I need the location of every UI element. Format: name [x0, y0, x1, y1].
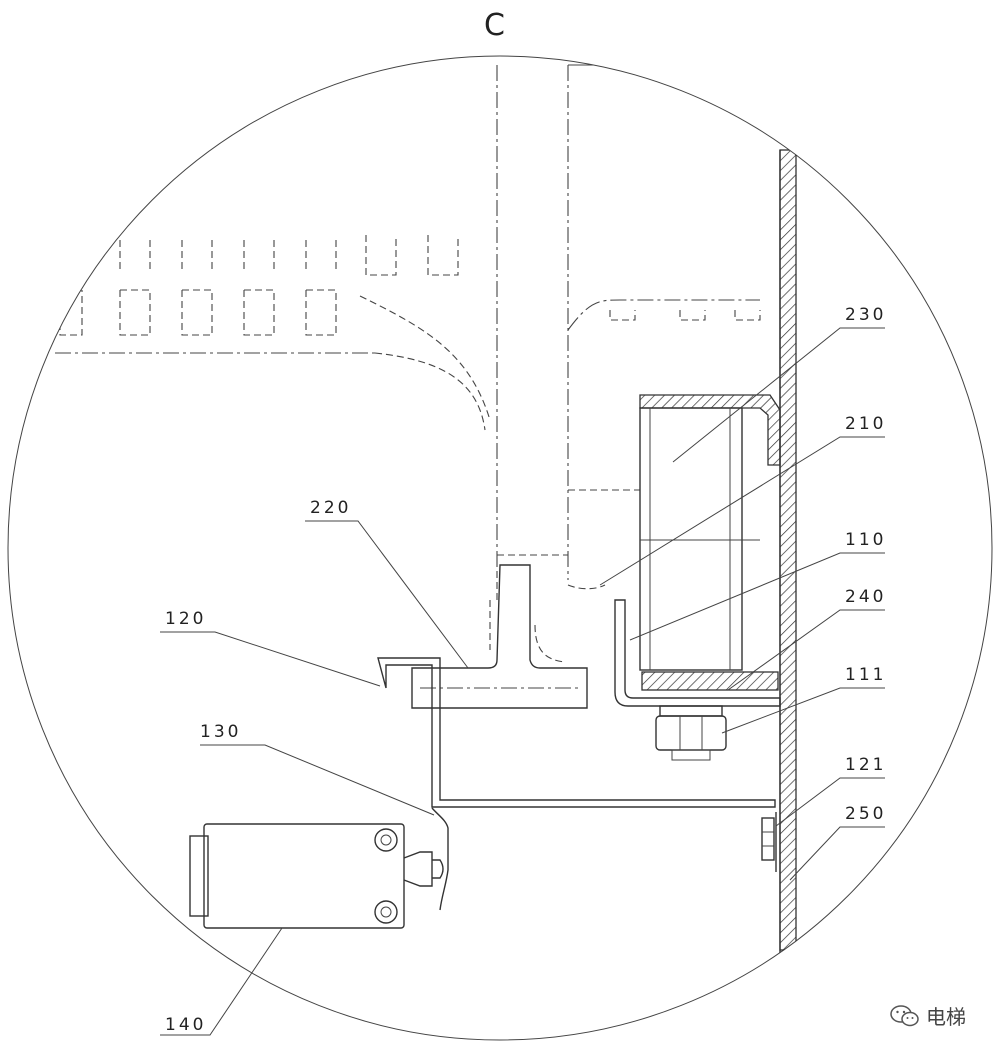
callout-250: 250 — [845, 804, 886, 824]
bracket-230 — [639, 394, 781, 671]
background-shelf-pattern — [55, 235, 491, 431]
view-title: C — [484, 8, 505, 43]
callout-230: 230 — [845, 305, 886, 325]
limit-switch-140 — [189, 823, 444, 929]
watermark-text: 电梯 — [926, 1005, 966, 1029]
screw-top — [374, 828, 398, 852]
lever-130 — [431, 807, 449, 911]
guide-shoe-220 — [411, 564, 588, 709]
detail-circle — [7, 55, 993, 1041]
callout-220: 220 — [310, 498, 351, 518]
callout-121: 121 — [845, 755, 886, 775]
car-wall-250 — [779, 149, 797, 951]
leader-lines — [160, 327, 885, 1036]
callout-130: 130 — [200, 722, 241, 742]
watermark: 电梯 — [890, 1001, 966, 1030]
callout-240: 240 — [845, 587, 886, 607]
bracket-120 — [377, 657, 776, 808]
callout-labels: 230 210 220 110 120 240 111 130 121 250 … — [165, 305, 886, 1035]
guide-rail-column — [496, 64, 780, 600]
screw-bottom — [374, 900, 398, 924]
callout-210: 210 — [845, 414, 886, 434]
nut-111 — [655, 705, 727, 761]
callout-140: 140 — [165, 1015, 206, 1035]
callout-120: 120 — [165, 609, 206, 629]
plate-240 — [641, 671, 779, 691]
wechat-icon — [890, 1004, 919, 1026]
bracket-110 — [614, 599, 781, 707]
callout-111: 111 — [845, 665, 886, 685]
bolt-121 — [761, 812, 777, 872]
callout-110: 110 — [845, 530, 886, 550]
